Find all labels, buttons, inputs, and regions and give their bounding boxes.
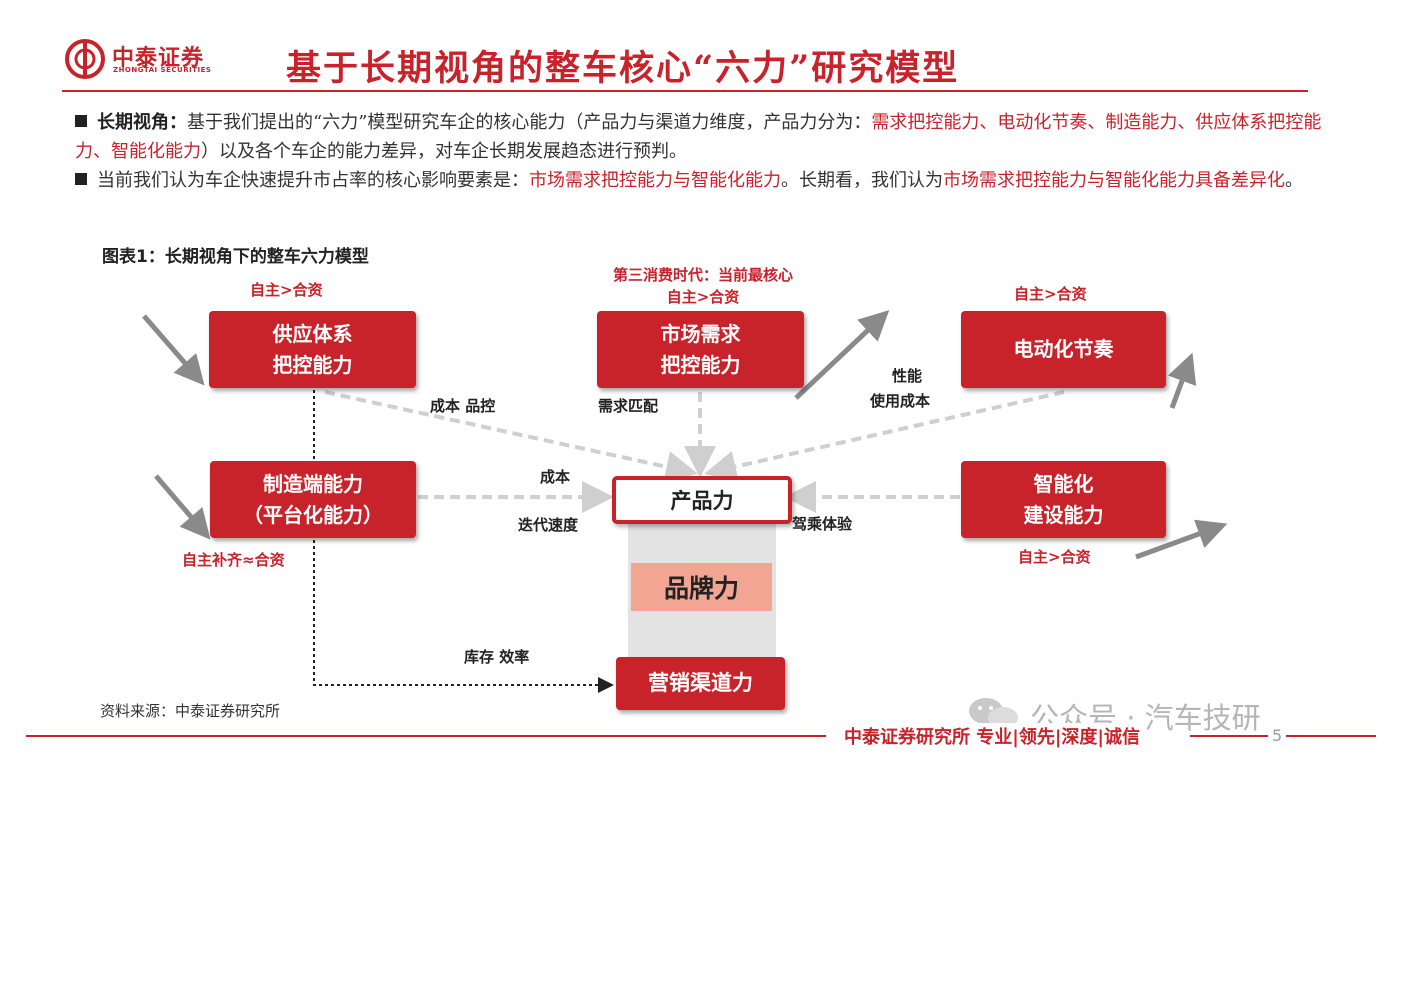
paragraph-highlight: 市场需求把控能力与智能化能力 <box>529 170 781 191</box>
paragraph-highlight: 需求把控能力、电动化节奏、制造能力、供应体系把控能力、智能化能力 <box>75 112 1322 162</box>
node-manufacture-line1: 制造端能力 <box>263 471 363 496</box>
paragraph-text-mid: 。长期看，我们认为 <box>781 170 943 191</box>
label-iteration: 迭代速度 <box>518 516 579 534</box>
logo-subtext: ZHONGTAI SECURITIES <box>113 66 212 74</box>
header-rule <box>62 90 1308 92</box>
node-sales: 营销渠道力 <box>616 657 785 710</box>
tag-smart: 自主>合资 <box>1018 548 1091 566</box>
node-supply: 供应体系 把控能力 <box>209 311 416 388</box>
paragraph-current: 当前我们认为车企快速提升市占率的核心影响要素是：市场需求把控能力与智能化能力。长… <box>75 166 1355 195</box>
tag-market-2: 自主>合资 <box>666 288 740 306</box>
node-electric-line1: 电动化节奏 <box>1013 337 1114 361</box>
footer-institute: 中泰证券研究所 专业|领先|深度|诚信 <box>840 723 1144 749</box>
paragraph-text: 基于我们提出的“六力”模型研究车企的核心能力（产品力与渠道力维度，产品力分为： <box>187 112 872 133</box>
page-number: 5 <box>1268 726 1287 745</box>
node-market-line1: 市场需求 <box>660 321 741 346</box>
trend-arrow-electric <box>1167 352 1197 409</box>
paragraph-lead: 长期视角： <box>97 112 187 133</box>
label-cost-quality: 成本 品控 <box>430 397 496 415</box>
trend-arrow-supply <box>142 314 205 386</box>
logo-text: 中泰证券 <box>112 46 205 71</box>
tag-electric: 自主>合资 <box>1014 285 1087 303</box>
label-use-cost: 使用成本 <box>870 392 931 410</box>
label-cost: 成本 <box>540 468 571 486</box>
node-smart-line1: 智能化 <box>1033 471 1094 496</box>
node-electric: 电动化节奏 <box>961 311 1166 388</box>
node-smart-line2: 建设能力 <box>1023 502 1104 527</box>
footer-rule-left <box>26 735 826 737</box>
trend-arrow-market <box>794 310 890 400</box>
source-note: 资料来源：中泰证券研究所 <box>100 702 281 720</box>
node-market-line2: 把控能力 <box>660 352 741 377</box>
label-demand-match: 需求匹配 <box>598 397 659 415</box>
label-driving: 驾乘体验 <box>792 515 853 533</box>
bullet-square-icon <box>75 115 87 127</box>
figure-title: 图表1：长期视角下的整车六力模型 <box>102 247 369 267</box>
node-brand: 品牌力 <box>631 563 772 611</box>
paragraph-long-term: 长期视角：基于我们提出的“六力”模型研究车企的核心能力（产品力与渠道力维度，产品… <box>75 108 1355 166</box>
node-supply-line1: 供应体系 <box>272 321 353 346</box>
node-manufacture: 制造端能力 （平台化能力） <box>210 461 416 538</box>
bullet-square-icon <box>75 173 87 185</box>
node-market: 市场需求 把控能力 <box>597 311 804 388</box>
label-performance: 性能 <box>892 367 923 385</box>
node-smart: 智能化 建设能力 <box>961 461 1166 538</box>
paragraph-text-tail: 。 <box>1285 170 1303 191</box>
node-supply-line2: 把控能力 <box>272 352 353 377</box>
arrow-supply-to-product <box>324 390 698 483</box>
paragraph-text: 当前我们认为车企快速提升市占率的核心影响要素是： <box>97 170 529 191</box>
paragraph-text-tail: ）以及各个车企的能力差异，对车企长期发展趋态进行预判。 <box>201 141 687 162</box>
trend-arrow-smart <box>1135 519 1228 560</box>
arrow-electric-to-product <box>704 390 1065 483</box>
zhongtai-logo-icon <box>65 39 105 79</box>
paragraph-highlight: 市场需求把控能力与智能化能力具备差异化 <box>943 170 1285 191</box>
tag-manufacture: 自主补齐≈合资 <box>182 551 285 569</box>
tag-market-1: 第三消费时代：当前最核心 <box>612 266 793 284</box>
page-title: 基于长期视角的整车核心“六力”研究模型 <box>286 48 960 89</box>
label-inventory: 库存 效率 <box>464 648 530 666</box>
tag-supply: 自主>合资 <box>250 281 323 299</box>
trend-arrow-manufacture <box>154 474 211 540</box>
node-product: 产品力 <box>612 476 792 524</box>
node-manufacture-line2: （平台化能力） <box>243 502 383 527</box>
